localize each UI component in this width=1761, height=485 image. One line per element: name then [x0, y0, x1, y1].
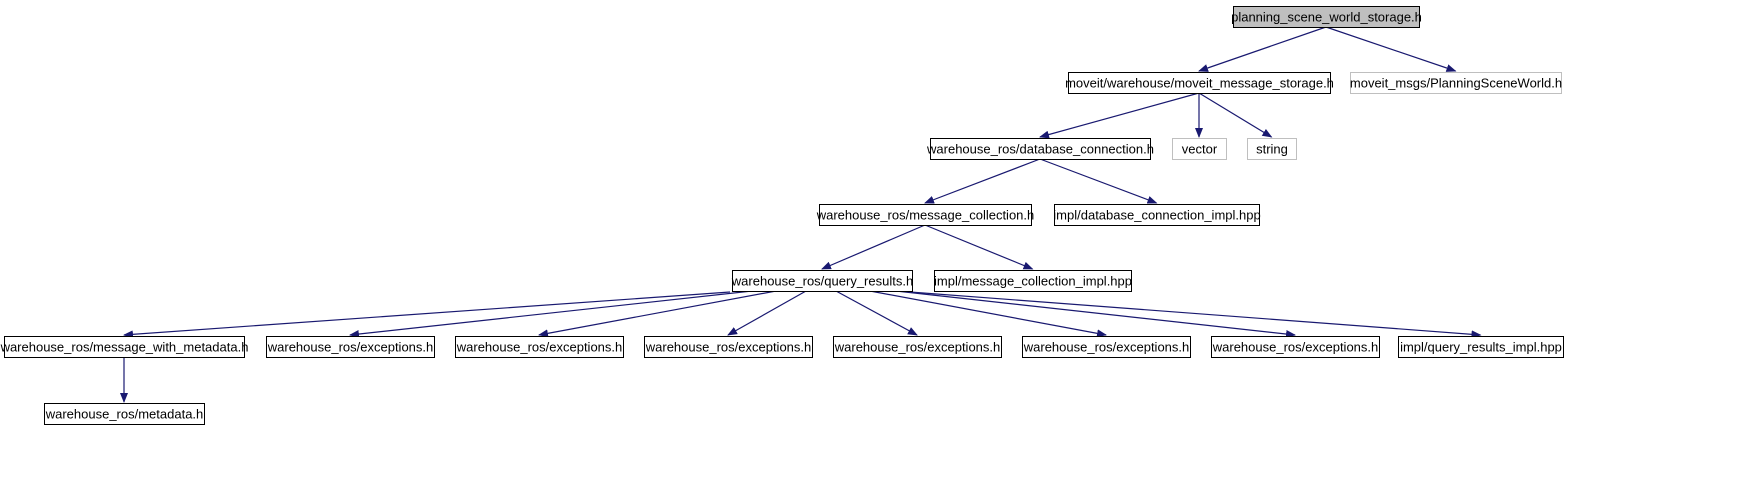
node-box: [266, 336, 435, 358]
edge-qr-to-mwm: [123, 291, 731, 339]
edge-qr-to-ex2: [538, 290, 777, 338]
node-meta[interactable]: warehouse_ros/metadata.h: [44, 403, 205, 425]
node-label: moveit_msgs/PlanningSceneWorld.h: [1350, 76, 1562, 91]
edge-dbc-to-mc: [924, 158, 1041, 204]
node-box: [455, 336, 624, 358]
node-box: [930, 138, 1151, 160]
edge-mms-to-dbc: [1039, 92, 1200, 139]
node-label: impl/query_results_impl.hpp: [1400, 340, 1562, 355]
node-label: warehouse_ros/exceptions.h: [1212, 340, 1379, 355]
node-ex2[interactable]: warehouse_ros/exceptions.h: [455, 336, 624, 358]
node-label: warehouse_ros/exceptions.h: [456, 340, 623, 355]
node-psw: moveit_msgs/PlanningSceneWorld.h: [1350, 72, 1562, 94]
node-box: [1068, 72, 1331, 94]
node-box: [1054, 204, 1260, 226]
node-box: [1350, 72, 1562, 94]
node-label: string: [1256, 142, 1288, 157]
node-label: warehouse_ros/exceptions.h: [1023, 340, 1190, 355]
node-box: [1233, 6, 1420, 28]
node-label: impl/database_connection_impl.hpp: [1053, 208, 1260, 223]
edge-qr-to-ex4: [835, 290, 918, 336]
node-label: warehouse_ros/exceptions.h: [645, 340, 812, 355]
node-ex4[interactable]: warehouse_ros/exceptions.h: [833, 336, 1002, 358]
node-label: planning_scene_world_storage.h: [1231, 10, 1422, 25]
node-dbci[interactable]: impl/database_connection_impl.hpp: [1053, 204, 1261, 226]
edge-dbc-to-dbci: [1039, 158, 1158, 204]
node-box: [1022, 336, 1191, 358]
node-box: [934, 270, 1132, 292]
node-label: warehouse_ros/metadata.h: [45, 407, 204, 422]
node-mwm[interactable]: warehouse_ros/message_with_metadata.h: [0, 336, 248, 358]
node-ex3[interactable]: warehouse_ros/exceptions.h: [644, 336, 813, 358]
edge-qr-to-ex5: [869, 290, 1107, 338]
node-box: [1247, 138, 1297, 160]
node-dbc[interactable]: warehouse_ros/database_connection.h: [926, 138, 1154, 160]
edge-root-to-psw: [1325, 26, 1457, 72]
node-label: impl/message_collection_impl.hpp: [934, 274, 1132, 289]
node-label: warehouse_ros/query_results.h: [731, 274, 913, 289]
node-label: warehouse_ros/exceptions.h: [267, 340, 434, 355]
edge-qr-to-qri: [909, 291, 1482, 339]
edges-layer: [120, 26, 1482, 403]
node-ex6[interactable]: warehouse_ros/exceptions.h: [1211, 336, 1380, 358]
edge-qr-to-ex3: [727, 290, 807, 336]
edge-qr-to-ex6: [895, 290, 1296, 338]
node-label: warehouse_ros/database_connection.h: [926, 142, 1154, 157]
node-string: string: [1247, 138, 1297, 160]
edge-mc-to-qr: [821, 224, 926, 270]
node-box: [1398, 336, 1564, 358]
nodes-layer: planning_scene_world_storage.h moveit/war…: [0, 6, 1564, 425]
node-box: [44, 403, 205, 425]
node-label: vector: [1182, 142, 1218, 157]
node-label: warehouse_ros/exceptions.h: [834, 340, 1001, 355]
node-qri[interactable]: impl/query_results_impl.hpp: [1398, 336, 1564, 358]
node-qr[interactable]: warehouse_ros/query_results.h: [731, 270, 913, 292]
node-mci[interactable]: impl/message_collection_impl.hpp: [934, 270, 1132, 292]
node-box: [1211, 336, 1380, 358]
node-vector: vector: [1172, 138, 1227, 160]
node-label: warehouse_ros/message_collection.h: [816, 208, 1035, 223]
node-box: [833, 336, 1002, 358]
node-ex1[interactable]: warehouse_ros/exceptions.h: [266, 336, 435, 358]
node-root[interactable]: planning_scene_world_storage.h: [1231, 6, 1422, 28]
edge-root-to-mms: [1198, 26, 1327, 72]
node-box: [732, 270, 913, 292]
edge-mms-to-string: [1198, 92, 1273, 138]
node-mms[interactable]: moveit/warehouse/moveit_message_storage.…: [1065, 72, 1334, 94]
node-label: warehouse_ros/message_with_metadata.h: [0, 340, 248, 355]
node-mc[interactable]: warehouse_ros/message_collection.h: [816, 204, 1035, 226]
node-box: [4, 336, 245, 358]
node-box: [644, 336, 813, 358]
node-box: [819, 204, 1032, 226]
node-box: [1172, 138, 1227, 160]
edge-mc-to-mci: [924, 224, 1034, 270]
node-ex5[interactable]: warehouse_ros/exceptions.h: [1022, 336, 1191, 358]
node-label: moveit/warehouse/moveit_message_storage.…: [1065, 76, 1334, 91]
edge-qr-to-ex1: [349, 290, 753, 338]
